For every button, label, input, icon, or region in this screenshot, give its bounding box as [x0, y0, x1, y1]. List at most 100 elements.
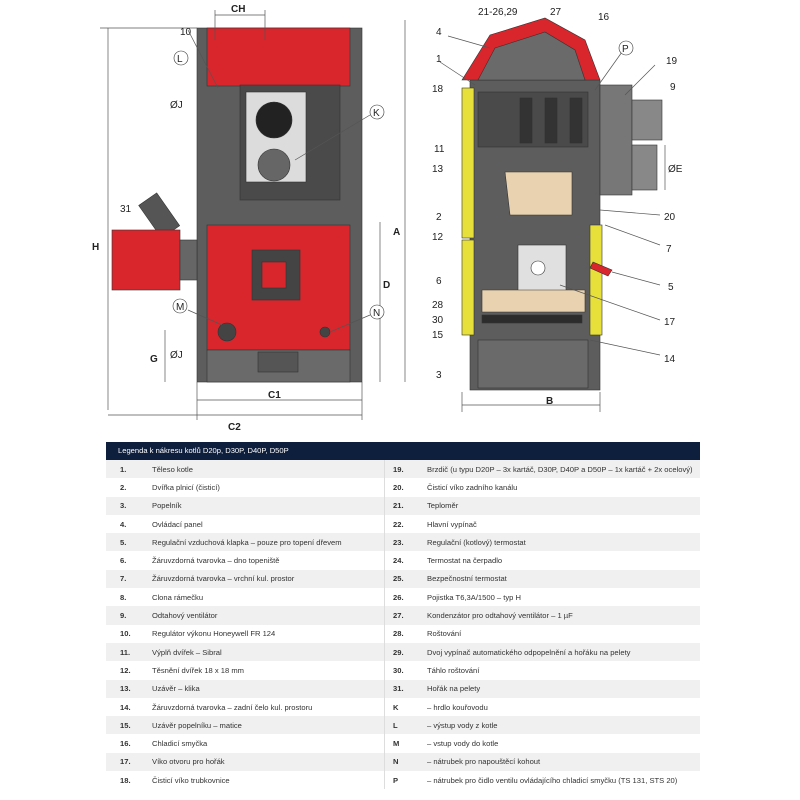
label-1: 1 — [436, 54, 442, 65]
label-N: N — [373, 308, 380, 319]
item-text: Regulační vzduchová klapka – pouze pro t… — [152, 533, 385, 552]
fireclay-floor — [481, 289, 586, 313]
side-view-labels: 21-26,29 27 16 4 P 1 19 9 18 11 ØE 13 20… — [432, 7, 683, 407]
legend-row: 17. Víko otvoru pro hořák N – nátrubek pro … — [106, 752, 700, 772]
label-12: 12 — [432, 232, 444, 243]
item-number: 10. — [120, 629, 131, 639]
label-6: 6 — [436, 276, 442, 287]
label-J-bottom: ØJ — [170, 350, 183, 361]
item-text: Těleso kotle — [152, 460, 385, 479]
dim-A: A — [393, 227, 400, 238]
item-text: Víko otvoru pro hořák — [152, 752, 385, 772]
item-number: 19. — [393, 464, 404, 474]
item-text: – nátrubek pro napouštěcí kohout — [427, 757, 541, 767]
item-text: – vstup vody do kotle — [427, 739, 499, 749]
label-13: 13 — [432, 164, 444, 175]
item-text: Uzávěr popelníku – matice — [152, 716, 385, 735]
item-number: 21. — [393, 501, 404, 511]
item-text: Regulátor výkonu Honeywell FR 124 — [152, 624, 385, 643]
side-dimension-lines — [439, 35, 666, 412]
item-text: Výplň dvířek – Sibral — [152, 642, 385, 662]
item-number: 3. — [120, 501, 127, 511]
item-number: 11. — [120, 647, 131, 657]
item-text: Odtahový ventilátor — [152, 606, 385, 625]
item-number: 14. — [120, 702, 131, 712]
item-number: 23. — [393, 537, 404, 547]
legend-row: 16. Chladicí smyčka M – vstup vody do kotle — [106, 734, 700, 753]
item-number: 5. — [120, 537, 127, 547]
item-text: Těsnění dvířek 18 x 18 mm — [152, 661, 385, 680]
item-number: 7. — [120, 574, 127, 584]
water-inlet-M — [217, 322, 237, 342]
item-number: 9. — [120, 611, 127, 621]
item-text: Teploměr — [427, 501, 459, 511]
item-number: 27. — [393, 611, 404, 621]
item-text: Dvoj vypínač automatického odpopelnění a… — [427, 647, 631, 657]
item-text: Brzdič (u typu D20P – 3x kartáč, D30P, D… — [427, 464, 693, 474]
label-7: 7 — [666, 244, 672, 255]
legend-row: 14. Žáruvzdorná tvarovka – zadní čelo kul… — [106, 697, 700, 717]
item-number: 16. — [120, 739, 131, 749]
item-text: Popelník — [152, 496, 385, 515]
legend-row: 5. Regulační vzduchová klapka – pouze pro… — [106, 533, 700, 552]
item-text: Roštování — [427, 629, 462, 639]
item-text: Kondenzátor pro odtahový ventilátor – 1 … — [427, 611, 573, 621]
label-11: 11 — [434, 144, 445, 155]
item-text: Chladicí smyčka — [152, 734, 385, 753]
label-16: 16 — [598, 12, 610, 23]
label-14: 14 — [664, 354, 676, 365]
label-2: 2 — [436, 212, 442, 223]
dim-B: B — [546, 396, 553, 407]
grate — [481, 314, 583, 324]
legend-row: 6. Žáruvzdorná tvarovka – dno topeniště 24… — [106, 551, 700, 570]
item-number: 30. — [393, 665, 404, 675]
label-21-26-29: 21-26,29 — [478, 7, 518, 18]
label-4: 4 — [436, 27, 442, 38]
label-28: 28 — [432, 300, 444, 311]
item-text: – hrdlo kouřovodu — [427, 702, 488, 712]
label-19: 19 — [666, 56, 678, 67]
item-text: Žáruvzdorná tvarovka – zadní čelo kul. p… — [152, 697, 385, 717]
air-flap — [589, 261, 613, 277]
label-18: 18 — [432, 84, 444, 95]
pellet-burner — [111, 192, 198, 291]
item-number: N — [393, 757, 399, 767]
item-text: – výstup vody z kotle — [427, 720, 498, 730]
item-number: M — [393, 739, 400, 749]
item-number: 26. — [393, 592, 404, 602]
dim-D: D — [383, 280, 390, 291]
item-text: Regulační (kotlový) termostat — [427, 537, 526, 547]
dim-G: G — [150, 354, 158, 365]
ash-pan-side — [477, 339, 589, 389]
item-number: 24. — [393, 556, 404, 566]
legend-row: 3. Popelník 21. Teploměr — [106, 496, 700, 515]
label-20: 20 — [664, 212, 676, 223]
item-text: Hořák na pelety — [427, 684, 481, 694]
fireclay-upper — [504, 171, 573, 216]
item-number: 2. — [120, 482, 127, 492]
legend-title: Legenda k nákresu kotlů D20p, D30P, D40P… — [106, 442, 700, 460]
item-text: Táhlo roštování — [427, 665, 480, 675]
label-31: 31 — [120, 204, 132, 215]
item-number: 22. — [393, 519, 404, 529]
item-number: 17. — [120, 757, 131, 767]
item-number: 18. — [120, 775, 131, 785]
exhaust-fan — [631, 99, 663, 141]
label-27: 27 — [550, 7, 562, 18]
dim-C1: C1 — [268, 390, 281, 401]
label-10: 10 — [180, 27, 192, 38]
label-15: 15 — [432, 330, 444, 341]
legend-table: Legenda k nákresu kotlů D20p, D30P, D40P… — [106, 442, 700, 790]
fill-valve-N — [319, 326, 331, 338]
front-view — [100, 10, 406, 420]
item-number: 6. — [120, 556, 127, 566]
item-number: 15. — [120, 720, 131, 730]
item-text: Žáruvzdorná tvarovka – dno topeniště — [152, 551, 385, 570]
